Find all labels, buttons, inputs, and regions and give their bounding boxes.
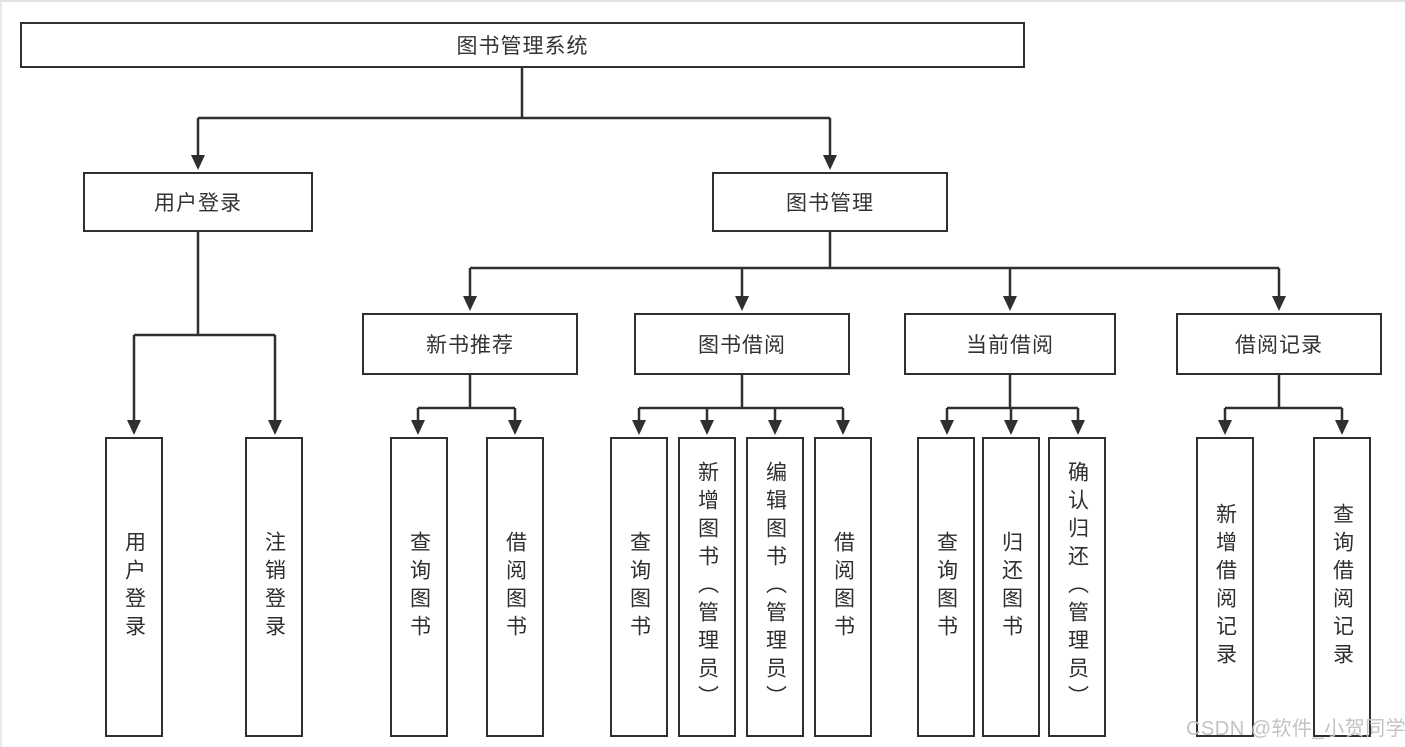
- leaf-query-books-borrowing-label: 查询图书: [627, 531, 651, 643]
- node-borrowing-records-label: 借阅记录: [1235, 334, 1323, 357]
- leaf-query-books-borrowing: 查询图书: [610, 437, 668, 737]
- node-new-book-recommendation-label: 新书推荐: [426, 334, 514, 357]
- node-root: 图书管理系统: [20, 22, 1025, 68]
- node-current-borrowing: 当前借阅: [904, 313, 1116, 375]
- leaf-add-borrow-record-label: 新增借阅记录: [1213, 503, 1237, 671]
- node-current-borrowing-label: 当前借阅: [966, 334, 1054, 357]
- leaf-user-login: 用户登录: [105, 437, 163, 737]
- leaf-borrow-books-borrowing: 借阅图书: [814, 437, 872, 737]
- node-book-borrowing-label: 图书借阅: [698, 334, 786, 357]
- leaf-add-books-admin: 新增图书（管理员）: [678, 437, 736, 737]
- leaf-logout-login: 注销登录: [245, 437, 303, 737]
- leaf-add-books-admin-label: 新增图书（管理员）: [695, 461, 719, 713]
- node-book-borrowing: 图书借阅: [634, 313, 850, 375]
- leaf-edit-books-admin-label: 编辑图书（管理员）: [763, 461, 787, 713]
- node-book-management: 图书管理: [712, 172, 948, 232]
- leaf-borrow-books-recommend-label: 借阅图书: [503, 531, 527, 643]
- leaf-logout-login-label: 注销登录: [262, 531, 286, 643]
- leaf-query-books-recommend-label: 查询图书: [407, 531, 431, 643]
- node-borrowing-records: 借阅记录: [1176, 313, 1382, 375]
- leaf-add-borrow-record: 新增借阅记录: [1196, 437, 1254, 737]
- leaf-confirm-return-admin: 确认归还（管理员）: [1048, 437, 1106, 737]
- watermark: CSDN @软件_小贺同学: [1186, 718, 1405, 740]
- node-user-login: 用户登录: [83, 172, 313, 232]
- leaf-return-books-label: 归还图书: [999, 531, 1023, 643]
- leaf-user-login-label: 用户登录: [122, 531, 146, 643]
- leaf-edit-books-admin: 编辑图书（管理员）: [746, 437, 804, 737]
- leaf-query-borrow-record-label: 查询借阅记录: [1330, 503, 1354, 671]
- leaf-confirm-return-admin-label: 确认归还（管理员）: [1065, 461, 1089, 713]
- node-book-management-label: 图书管理: [786, 192, 874, 215]
- leaf-return-books: 归还图书: [982, 437, 1040, 737]
- node-user-login-label: 用户登录: [154, 192, 242, 215]
- leaf-borrow-books-recommend: 借阅图书: [486, 437, 544, 737]
- leaf-query-books-current-label: 查询图书: [934, 531, 958, 643]
- leaf-query-borrow-record: 查询借阅记录: [1313, 437, 1371, 737]
- leaf-query-books-recommend: 查询图书: [390, 437, 448, 737]
- leaf-borrow-books-borrowing-label: 借阅图书: [831, 531, 855, 643]
- node-new-book-recommendation: 新书推荐: [362, 313, 578, 375]
- leaf-query-books-current: 查询图书: [917, 437, 975, 737]
- node-root-label: 图书管理系统: [456, 35, 589, 58]
